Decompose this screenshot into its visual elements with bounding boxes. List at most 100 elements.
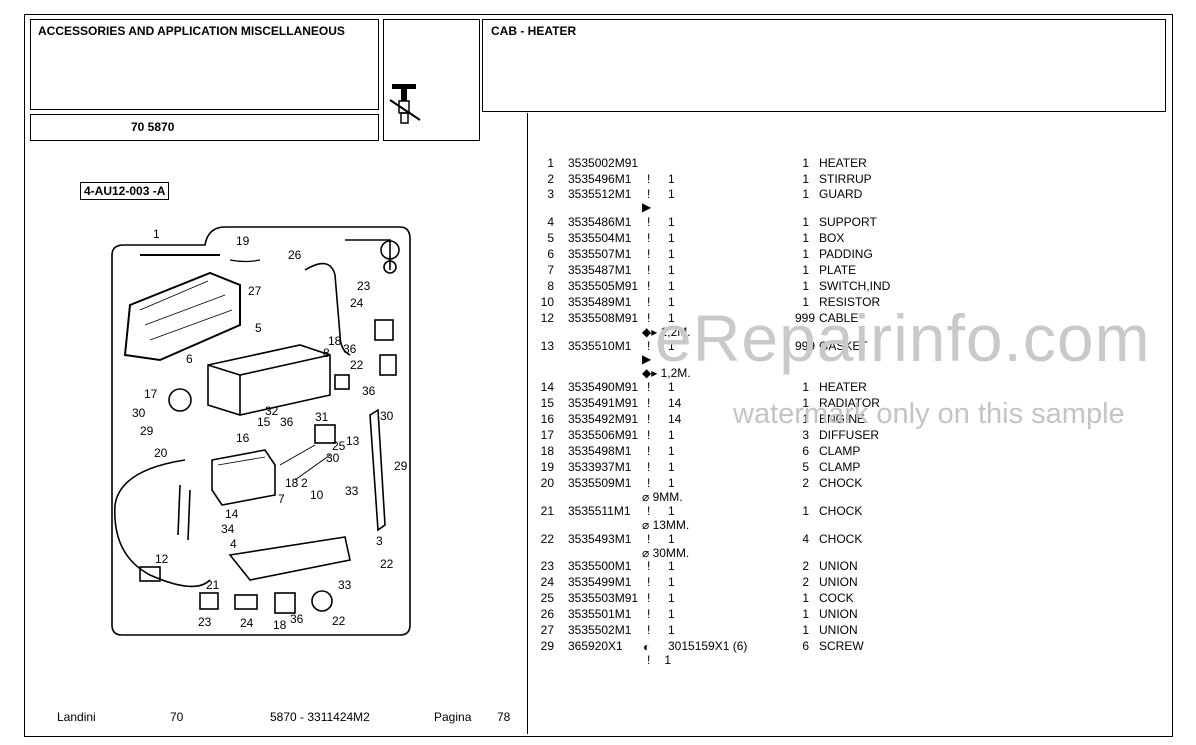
mark: ! [647,444,651,458]
quantity: 1 [802,504,809,518]
callout-30: 30 [132,406,146,420]
callout-8: 8 [323,346,330,360]
quantity: 5 [802,460,809,474]
ref-qty: 1 [668,532,675,546]
heater-valve-icon [389,84,421,124]
item-number: 5 [547,231,554,245]
description: UNION [819,607,858,621]
note-gasket: ◆▸ 1,2M. [642,366,691,380]
item-number: 13 [540,339,554,353]
mark: ! [647,532,651,546]
item-number: 10 [540,295,554,309]
callout-17: 17 [144,387,158,401]
quantity: 2 [802,575,809,589]
item-number: 6 [547,247,554,261]
description: CLAMP [819,444,861,458]
quantity: 1 [802,172,809,186]
callout-27: 27 [248,284,262,298]
mark: ! [647,396,651,410]
callout-33b: 33 [338,578,352,592]
ref-qty: 1 [668,476,675,490]
ref-qty: 1 [668,187,675,201]
callout-22b: 22 [380,557,394,571]
part-number: 3535487M1 [568,263,632,277]
ref-qty: 1 [668,215,675,229]
ref-qty: 1 [668,339,675,353]
part-number: 3535492M91 [568,412,639,426]
watermark-notice: watermark only on this sample [733,398,1125,430]
item-number: 12 [540,311,554,325]
item-number: 16 [540,412,554,426]
ref-qty: 1 [668,295,675,309]
item-number: 22 [540,532,554,546]
mark: ! [647,623,651,637]
part-number: 3535498M1 [568,444,632,458]
part-number: 3535510M1 [568,339,632,353]
callout-32: 32 [265,404,279,418]
part-number: 3535509M1 [568,476,632,490]
callout-21: 21 [206,578,220,592]
quantity: 6 [802,444,809,458]
footer-brand: Landini [57,710,96,724]
item-number: 25 [540,591,554,605]
description: SUPPORT [819,215,877,229]
part-number: 3535504M1 [568,231,632,245]
callout-18: 18 [328,334,342,348]
part-number: 3535501M1 [568,607,632,621]
callout-34: 34 [221,522,235,536]
ref-qty: 1 [668,247,675,261]
quantity: 4 [802,532,809,546]
description: CABLE [819,311,859,325]
description: UNION [819,575,858,589]
quantity: 1 [802,380,809,394]
description: CHOCK [819,476,863,490]
diagram-code: 4-AU12-003 -A [80,182,170,200]
ref-qty: 1 [668,428,675,442]
callout-29b: 29 [394,459,408,473]
quantity: 1 [802,623,809,637]
callout-10: 10 [310,488,324,502]
mark: ! [647,215,651,229]
quantity: 6 [802,639,809,653]
ref-qty: 1 [668,460,675,474]
mark: ! [647,607,651,621]
mark: ! [647,339,651,353]
ref-qty: 1 [668,591,675,605]
mark: ! [647,231,651,245]
callout-5: 5 [255,321,262,335]
callout-18c: 18 [273,618,287,632]
footer-page-number: 78 [497,710,511,724]
description: CLAMP [819,460,861,474]
ref-qty: 1 [668,607,675,621]
footer-series: 70 [170,710,184,724]
part-number: 3535491M91 [568,396,639,410]
item-number: 23 [540,559,554,573]
part-number: 3535490M91 [568,380,639,394]
group-title-box: CAB - HEATER [482,19,1166,112]
part-number: 3535507M1 [568,247,632,261]
part-number: 3535502M1 [568,623,632,637]
description: ENGINE [819,412,866,426]
callout-30c: 30 [380,409,394,423]
footer-page-label: Pagina [434,710,472,724]
ref-qty: 14 [668,412,682,426]
callout-36b: 36 [362,384,376,398]
mark: ! [647,559,651,573]
column-divider [527,113,528,734]
callout-2: 2 [301,476,308,490]
mark: ! [647,380,651,394]
item-number: 7 [547,263,554,277]
part-number: 3535512M1 [568,187,632,201]
part-number: 3535506M91 [568,428,639,442]
item-number: 3 [547,187,554,201]
section-title: ACCESSORIES AND APPLICATION MISCELLANEOU… [38,24,345,38]
callout-20: 20 [154,446,168,460]
quantity: 1 [802,591,809,605]
mark: ! [647,187,651,201]
quantity: 2 [802,476,809,490]
note-cable: ◆▸ 1,2M. [642,325,691,339]
description: SCREW [819,639,864,653]
quantity: 1 [802,187,809,201]
mark: ! [647,172,651,186]
mark: ! [647,247,651,261]
